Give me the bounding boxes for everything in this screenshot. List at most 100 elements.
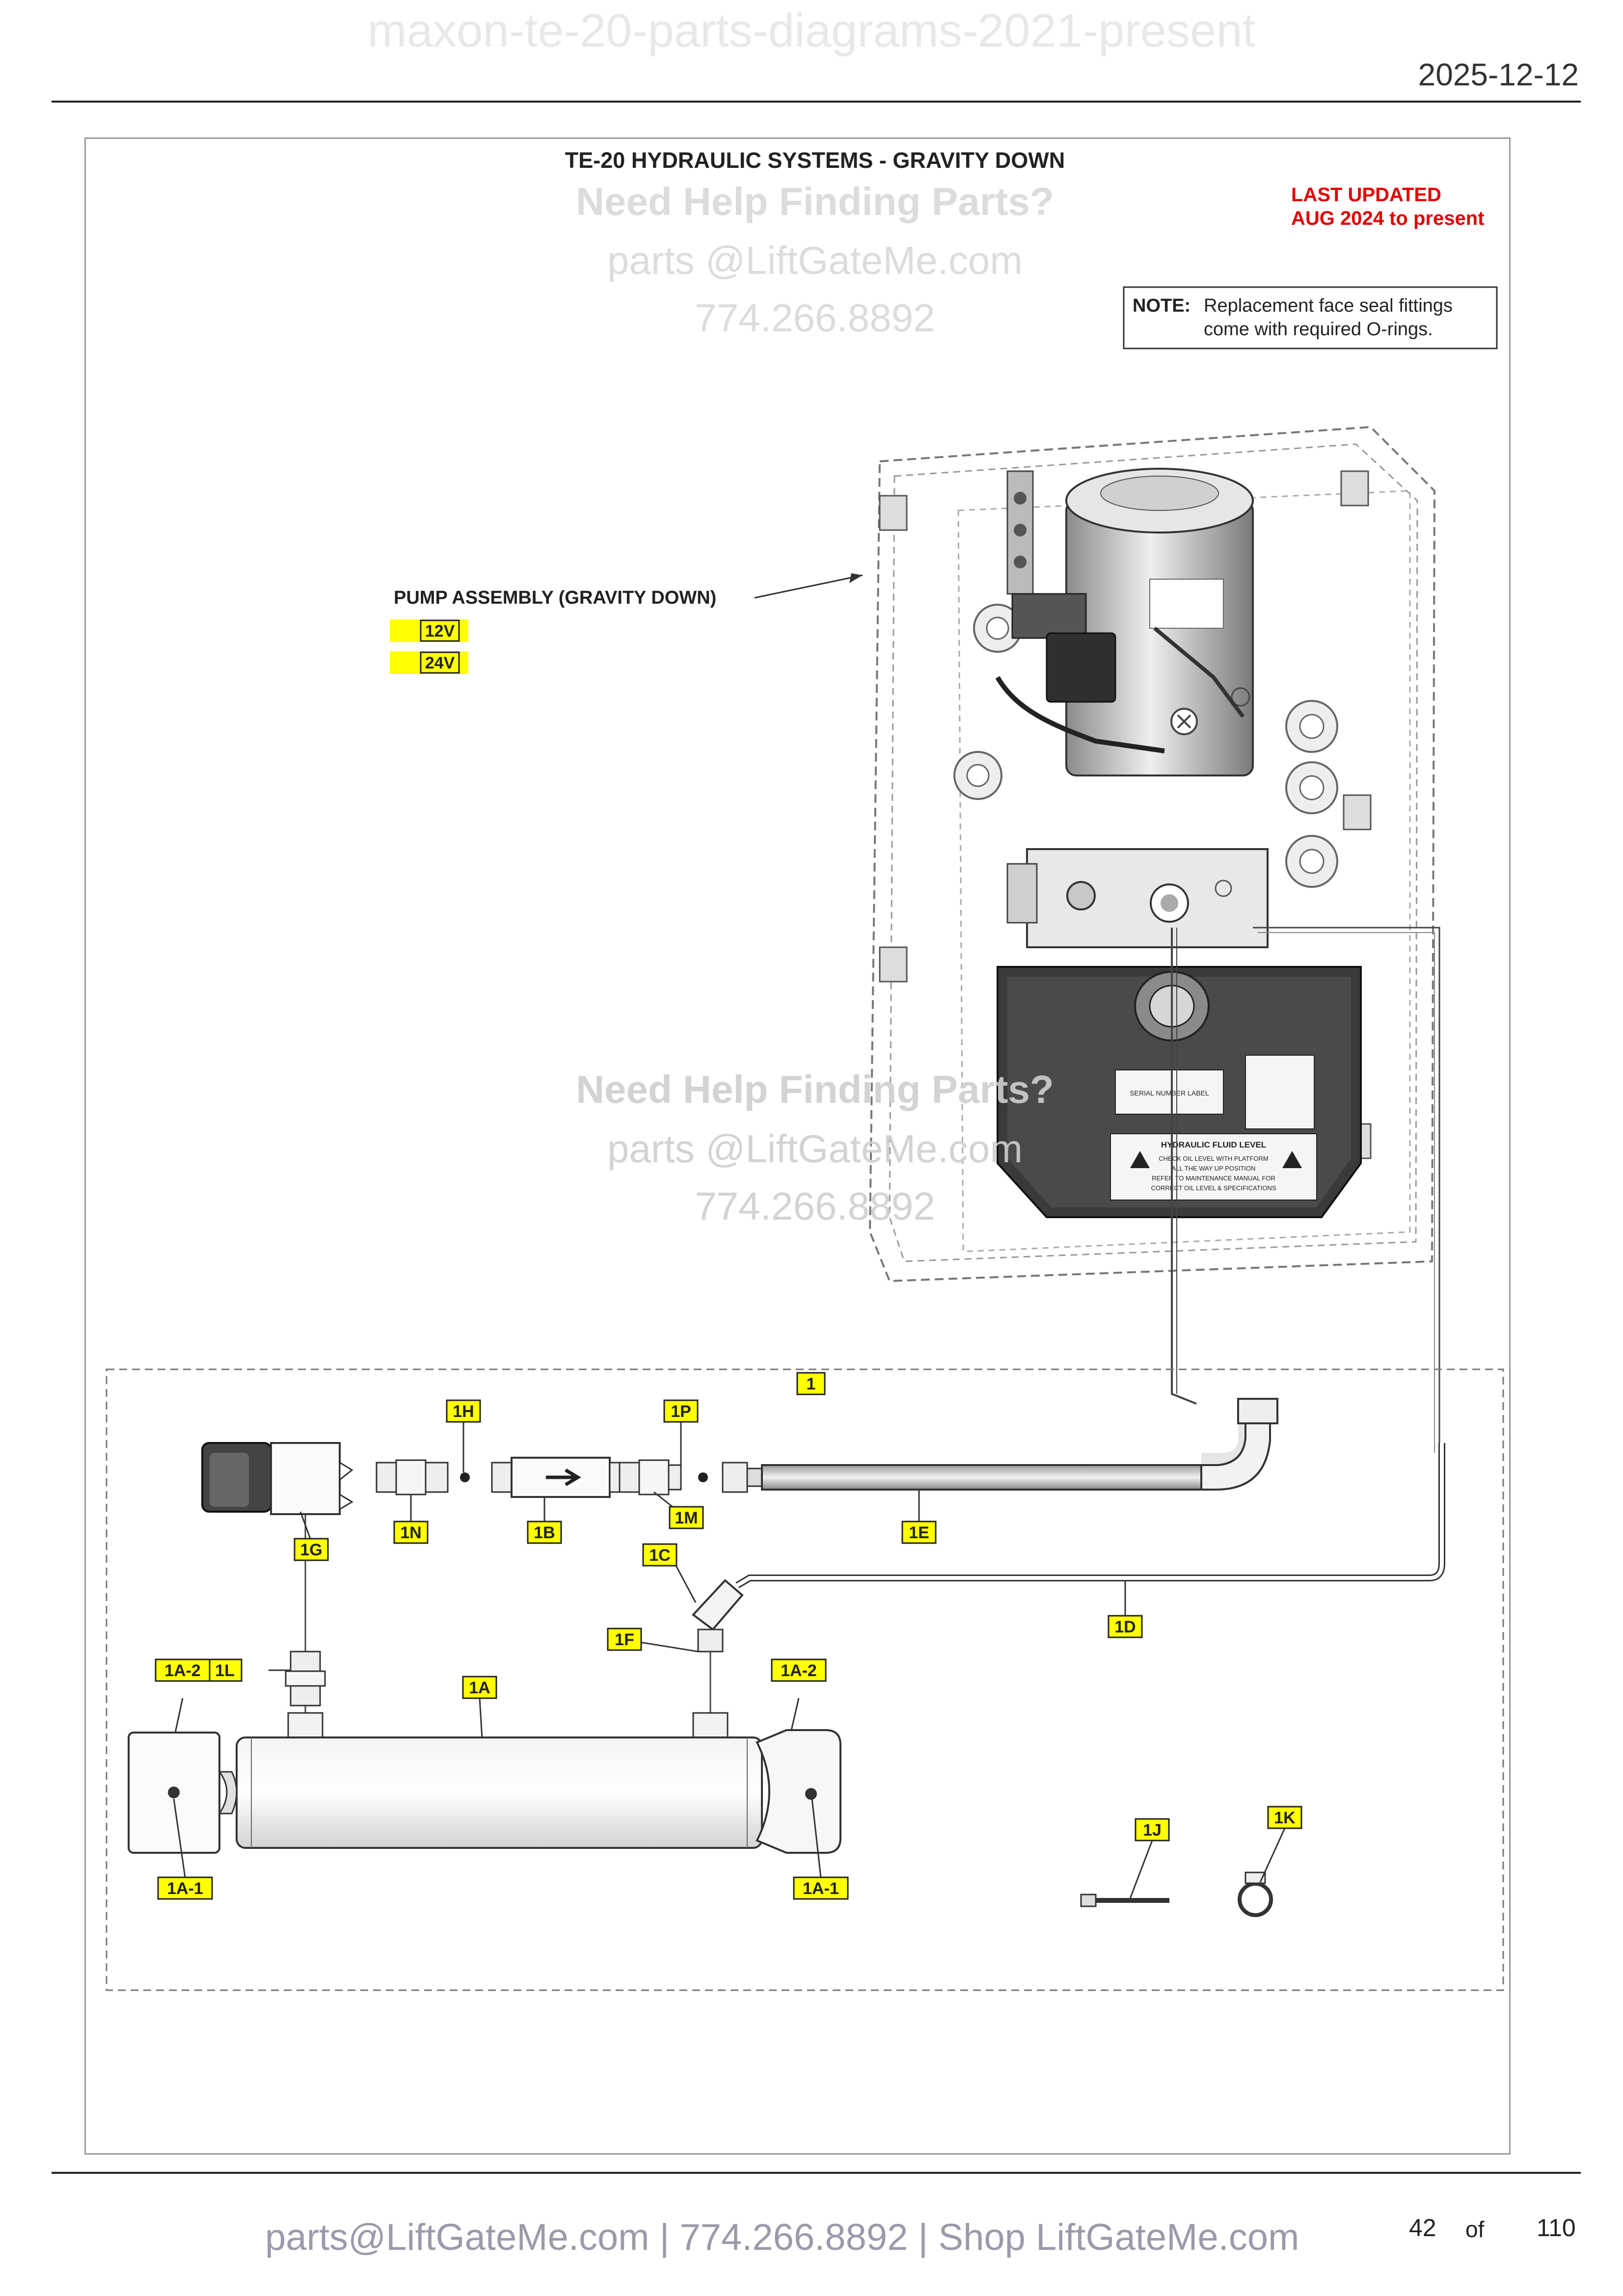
fluid-level-line-2: ALL THE WAY UP POSITION: [1172, 1165, 1256, 1172]
hose-elbow: [1200, 1420, 1271, 1491]
part-1n-fitting[interactable]: [376, 1459, 449, 1495]
callout-1c[interactable]: 1C: [642, 1543, 677, 1567]
part-1c-elbow[interactable]: [692, 1579, 744, 1653]
note-line-2: come with required O-rings.: [1204, 319, 1433, 340]
callout-1d-text: 1D: [1114, 1618, 1136, 1636]
part-1g-valve[interactable]: [201, 1442, 353, 1718]
part-1a-2-left-cap[interactable]: [128, 1732, 238, 1854]
leader-1a-2-right: [790, 1698, 800, 1731]
part-1a-cylinder[interactable]: [236, 1712, 763, 1849]
page-number-of: of: [1465, 2216, 1485, 2242]
callout-1a-1-right[interactable]: 1A-1: [793, 1876, 849, 1900]
fluid-level-line-3: REFER TO MAINTENANCE MANUAL FOR: [1152, 1175, 1275, 1182]
diagram-panel: [84, 137, 1511, 2155]
pump-variant-24v[interactable]: 24V: [390, 651, 468, 674]
serial-number-label-text: SERIAL NUMBER LABEL: [1130, 1089, 1209, 1097]
header-rule: [52, 101, 1581, 103]
return-line-route-inner: [1258, 932, 1435, 1453]
warning-decal: [1245, 1055, 1315, 1129]
callout-1e[interactable]: 1E: [901, 1521, 937, 1544]
watermark-email-middle: parts @LiftGateMe.com: [607, 1127, 1023, 1171]
callout-1e-text: 1E: [909, 1523, 929, 1542]
manifold-port-inner: [1161, 894, 1178, 912]
callout-1[interactable]: 1: [796, 1372, 826, 1395]
variant-box-24v: [420, 651, 460, 674]
diagram-title: TE-20 HYDRAULIC SYSTEMS - GRAVITY DOWN: [565, 148, 1065, 173]
fitting-hex: [395, 1459, 427, 1495]
callout-1a-1-left-text: 1A-1: [167, 1879, 203, 1898]
flow-control-nut: [491, 1462, 513, 1493]
callout-1a-2-left[interactable]: 1A-2: [155, 1658, 211, 1682]
leader-1a-1-left: [173, 1798, 186, 1878]
callout-1j[interactable]: 1J: [1135, 1818, 1170, 1842]
cylinder-barrel: [236, 1736, 763, 1849]
pump-variant-12v[interactable]: 12V: [390, 619, 468, 642]
callout-1a-1-left[interactable]: 1A-1: [157, 1876, 213, 1900]
callout-1a-2-right[interactable]: 1A-2: [771, 1658, 827, 1682]
hose-crimp: [746, 1468, 763, 1487]
footer-contact[interactable]: parts@LiftGateMe.com | 774.266.8892 | Sh…: [265, 2216, 1299, 2258]
elbow-body: [692, 1579, 744, 1631]
motor-label-plate: [1149, 579, 1224, 629]
leader-1g: [299, 1511, 311, 1539]
valve-block: [270, 1442, 341, 1515]
callout-1n[interactable]: 1N: [393, 1521, 429, 1544]
callout-1b-text: 1B: [534, 1523, 555, 1542]
callout-1p[interactable]: 1P: [663, 1399, 699, 1423]
callout-1f[interactable]: 1F: [607, 1628, 642, 1651]
part-1m-fitting[interactable]: [619, 1459, 682, 1495]
watermark-help-top: Need Help Finding Parts?: [576, 180, 1054, 223]
part-1l-fitting[interactable]: [285, 1651, 326, 1707]
fitting-nut: [425, 1462, 449, 1493]
cylinder-port: [287, 1712, 324, 1741]
motor-wire: [995, 676, 1165, 753]
grommet-hole: [986, 616, 1009, 640]
fitting-nut: [376, 1462, 397, 1493]
leader-1j: [1129, 1840, 1153, 1899]
part-1p-oring[interactable]: [698, 1472, 708, 1482]
fitting-nut: [290, 1651, 321, 1672]
callout-leaders: [173, 1422, 1286, 1899]
part-1d-tube[interactable]: [735, 1443, 1445, 1589]
part-1b-flow-control[interactable]: [491, 1457, 630, 1498]
grommet-hole: [1299, 775, 1325, 801]
part-1e-hose[interactable]: [722, 1398, 1278, 1493]
grommet-hole: [1299, 849, 1325, 874]
callout-1h[interactable]: 1H: [446, 1399, 481, 1423]
callout-1k[interactable]: 1K: [1267, 1806, 1302, 1829]
callout-1n-text: 1N: [400, 1523, 421, 1542]
note-line-1: Replacement face seal fittings: [1204, 295, 1453, 316]
motor-screw: [1231, 687, 1250, 707]
fluid-level-line-4: CORRECT OIL LEVEL & SPECIFICATIONS: [1151, 1184, 1276, 1192]
solenoid-body: [1011, 593, 1087, 639]
callout-1m[interactable]: 1M: [669, 1506, 704, 1529]
callout-1l[interactable]: 1L: [207, 1658, 243, 1682]
fluid-level-heading: HYDRAULIC FLUID LEVEL: [1161, 1140, 1266, 1149]
pump-assembly-drawing[interactable]: SERIAL NUMBER LABEL HYDRAULIC FLUID LEVE…: [868, 426, 1436, 1282]
bleeder-left: [168, 1787, 180, 1798]
footer-rule: [52, 2172, 1581, 2174]
callout-1d[interactable]: 1D: [1108, 1615, 1143, 1638]
part-1h-oring[interactable]: [460, 1472, 470, 1482]
fitting-nut: [290, 1685, 321, 1707]
callout-1m-text: 1M: [675, 1509, 698, 1527]
callout-1g[interactable]: 1G: [294, 1538, 329, 1561]
fitting-stub: [668, 1464, 682, 1491]
enclosure-outline-outer: [868, 426, 1436, 1282]
enclosure-outline-inner: [889, 443, 1418, 1262]
part-1a-2-right-cap[interactable]: [756, 1729, 841, 1854]
manifold-side-port: [1006, 863, 1038, 924]
callout-1a[interactable]: 1A: [462, 1676, 497, 1699]
note-label: NOTE:: [1133, 295, 1190, 316]
leader-1k: [1259, 1828, 1286, 1883]
document-watermark-title: maxon-te-20-parts-diagrams-2021-present: [367, 4, 1256, 57]
page-number-current: 42: [1409, 2214, 1436, 2242]
part-1j-cable-tie[interactable]: [1080, 1894, 1169, 1907]
part-1k-clamp[interactable]: [1238, 1871, 1273, 1917]
cylinder-port: [692, 1712, 729, 1741]
last-updated-heading: LAST UPDATED: [1291, 184, 1441, 206]
flow-direction-arrow-icon: [546, 1468, 581, 1487]
pump-assembly-label: PUMP ASSEMBLY (GRAVITY DOWN): [394, 587, 716, 608]
callout-1b[interactable]: 1B: [527, 1521, 562, 1544]
last-updated-range: AUG 2024 to present: [1291, 208, 1484, 229]
